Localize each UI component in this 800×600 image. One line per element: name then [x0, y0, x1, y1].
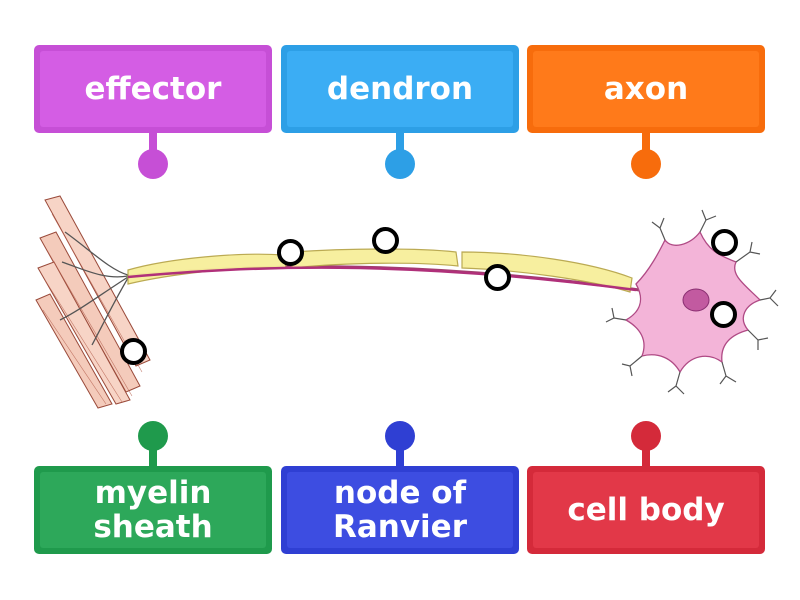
connector-stem: [149, 133, 157, 155]
drop-target[interactable]: [372, 227, 399, 254]
tile-label: effector: [84, 71, 222, 107]
connector-pin: [138, 149, 168, 179]
connector-pin: [138, 421, 168, 451]
tile-inner: [40, 51, 266, 127]
axon-terminals: [59, 231, 129, 346]
connector-pin: [631, 149, 661, 179]
drop-target[interactable]: [120, 338, 147, 365]
label-tile-cell-body[interactable]: cell body: [527, 466, 765, 554]
connector-stem: [642, 444, 650, 466]
connector-stem: [396, 444, 404, 466]
label-tile-dendron[interactable]: dendron: [281, 45, 519, 133]
label-tile-axon[interactable]: axon: [527, 45, 765, 133]
tile-label: cell body: [567, 492, 725, 528]
label-tile-myelin-sheath[interactable]: myelin sheath: [34, 466, 272, 554]
connector-pin: [385, 421, 415, 451]
label-tile-node-of-ranvier[interactable]: node of Ranvier: [281, 466, 519, 554]
tile-label: dendron: [326, 71, 474, 107]
drop-target[interactable]: [710, 301, 737, 328]
connector-pin: [385, 149, 415, 179]
tile-inner: [533, 472, 759, 548]
drop-target[interactable]: [277, 239, 304, 266]
tile-label: myelin sheath: [93, 475, 213, 545]
tile-inner: [40, 472, 266, 548]
label-tile-effector[interactable]: effector: [34, 45, 272, 133]
tile-inner: [533, 51, 759, 127]
myelin-segments: [127, 248, 633, 293]
cell-body: [605, 209, 779, 395]
connector-stem: [396, 133, 404, 155]
drop-target[interactable]: [484, 264, 511, 291]
connector-stem: [642, 133, 650, 155]
tile-inner: [287, 472, 513, 548]
connector-stem: [149, 444, 157, 466]
tile-label: axon: [603, 71, 689, 107]
muscle-fibres: [35, 195, 151, 409]
nucleus: [682, 288, 710, 312]
connector-pin: [631, 421, 661, 451]
drop-target[interactable]: [711, 229, 738, 256]
tile-inner: [287, 51, 513, 127]
tile-label: node of Ranvier: [332, 475, 467, 545]
